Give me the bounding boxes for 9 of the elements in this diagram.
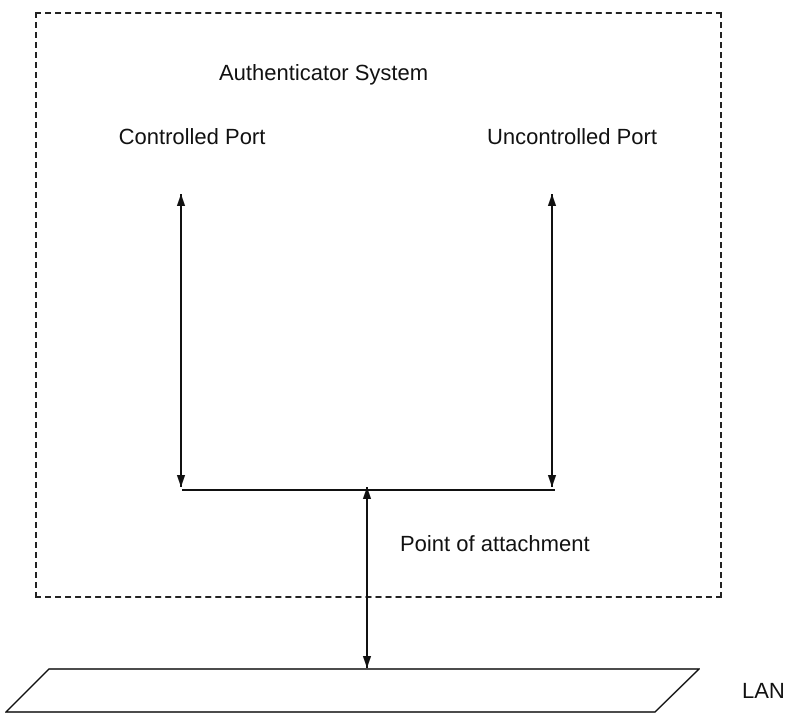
- port-name: Controlled Port: [118, 124, 266, 150]
- network-label: LAN: [742, 678, 785, 704]
- lan-segment: [5, 668, 700, 713]
- double-arrow: [362, 487, 372, 668]
- system-title: Authenticator System: [219, 60, 428, 86]
- junction-line: [182, 489, 555, 492]
- double-arrow: [176, 194, 186, 487]
- port-name: Uncontrolled Port: [486, 124, 658, 150]
- double-arrow: [548, 194, 556, 487]
